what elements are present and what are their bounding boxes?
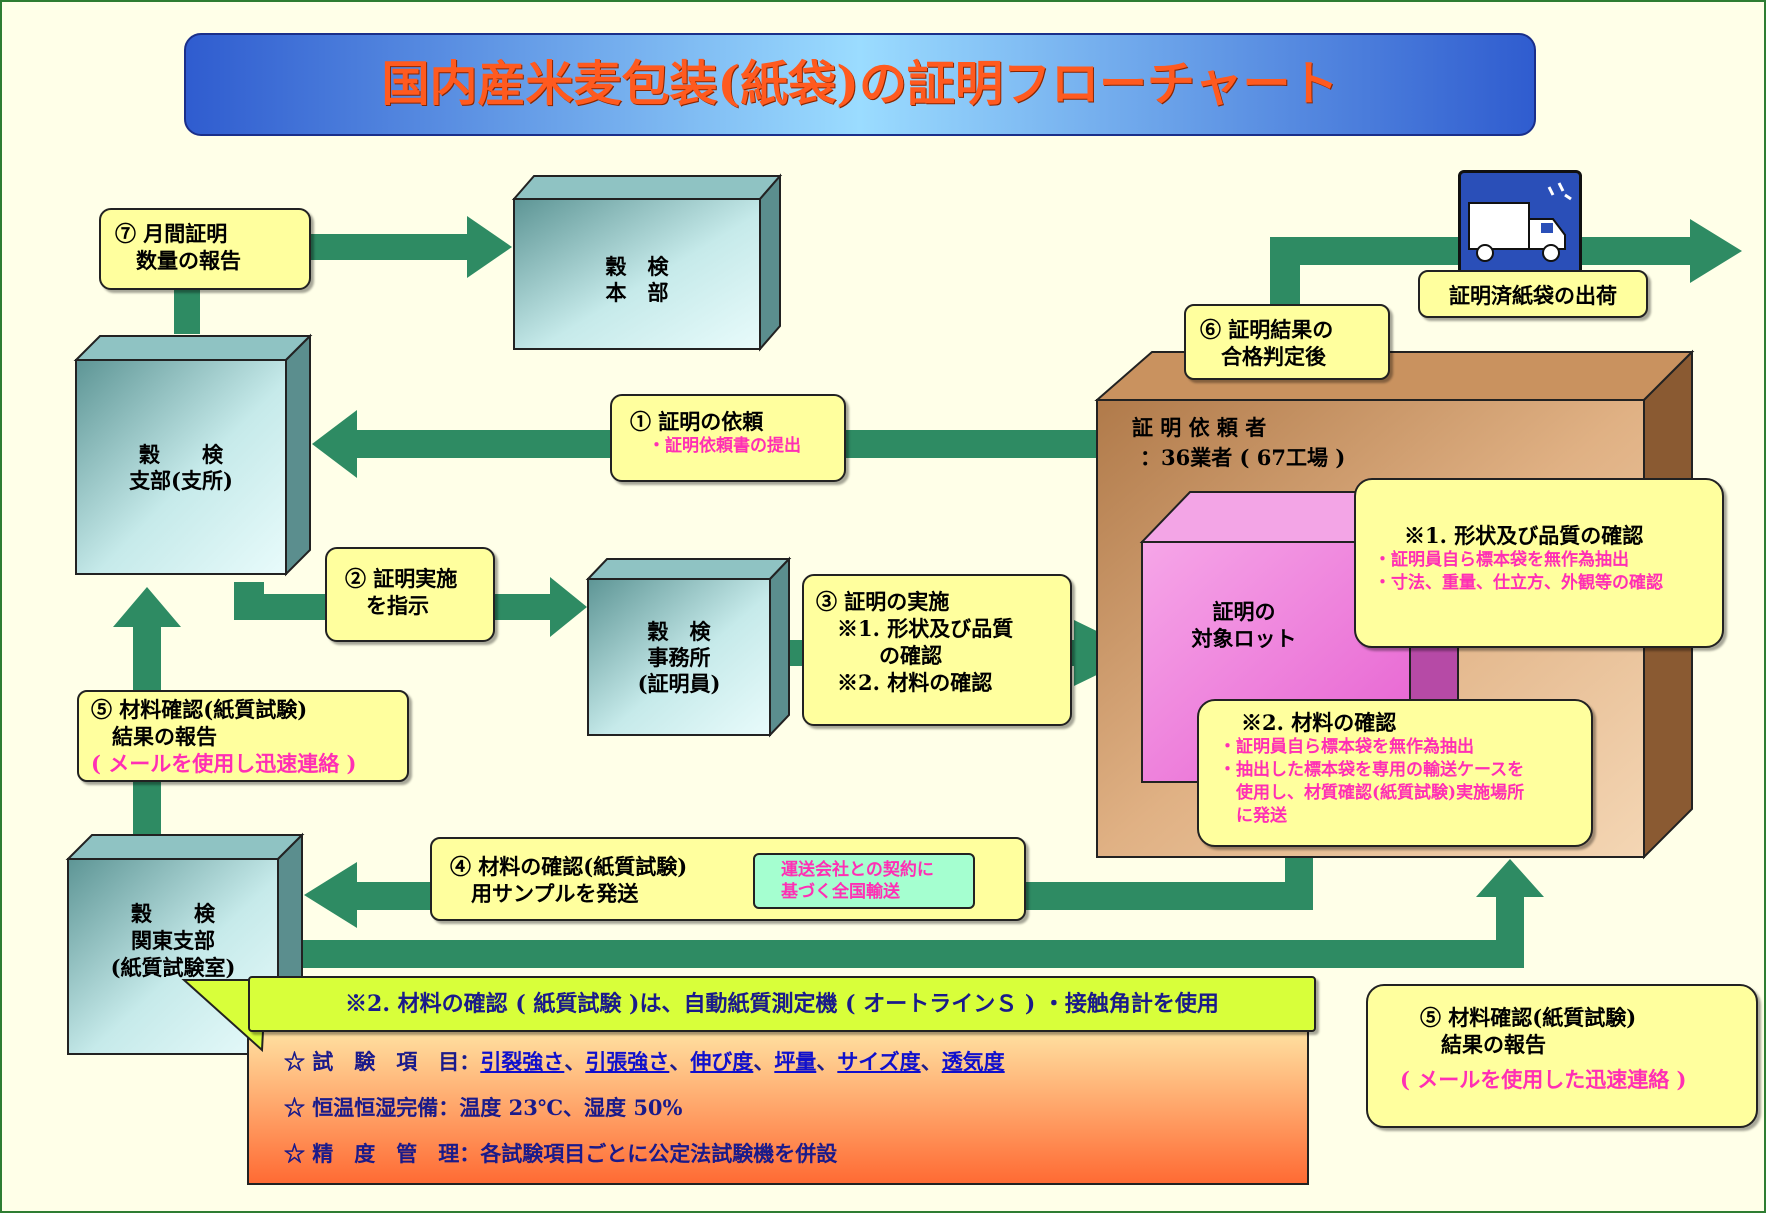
step7-monthly-report: ⑦ 月間証明 数量の報告 <box>99 208 311 290</box>
cube-jimusho <box>585 556 792 738</box>
step1-sub: ・証明依頼書の提出 <box>648 436 801 456</box>
climate-row: ☆ 恒温恒湿完備：温度 23℃、湿度 50% <box>284 1092 683 1122</box>
note1-bullet2: ・寸法、重量、仕立方、外観等の確認 <box>1374 573 1663 593</box>
requester-title: 証 明 依 頼 者 <box>1132 415 1267 440</box>
climate-label: ☆ 恒温恒湿完備： <box>284 1095 460 1120</box>
step2-instruct: ② 証明実施 を指示 <box>325 547 495 642</box>
step5-left-line2: 結果の報告 <box>91 724 217 749</box>
node-kanto: 穀 検 関東支部 (紙質試験室) <box>110 901 236 980</box>
note2-title: ※2. 材料の確認 <box>1241 710 1397 735</box>
note1-shape-quality: ※1. 形状及び品質の確認 ・証明員自ら標本袋を無作為抽出 ・寸法、重量、仕立方… <box>1354 478 1724 648</box>
separator: 、 <box>564 1049 586 1074</box>
truck-icon <box>1458 170 1582 278</box>
test-items-label: ☆ 試 験 項 目： <box>284 1049 481 1074</box>
accuracy-value: 各試験項目ごとに公定法試験機を併設 <box>480 1141 838 1166</box>
step5-right-line2: 結果の報告 <box>1420 1032 1546 1057</box>
step5-right-note: ( メールを使用した迅速連絡 ) <box>1400 1067 1687 1092</box>
separator: 、 <box>816 1049 838 1074</box>
step6-pass-judgement: ⑥ 証明結果の 合格判定後 <box>1184 304 1390 380</box>
requester-count: ：36業者 ( 67工場 ) <box>1140 445 1346 470</box>
test-item: 引張強さ <box>585 1049 670 1074</box>
node-jimusho: 穀 検 事務所 (証明員) <box>637 619 721 696</box>
accuracy-row: ☆ 精 度 管 理：各試験項目ごとに公定法試験機を併設 <box>284 1138 837 1168</box>
step1-request: ① 証明の依頼 ・証明依頼書の提出 <box>610 394 846 482</box>
step3-execute: ③ 証明の実施 ※1. 形状及び品質 の確認 ※2. 材料の確認 <box>802 574 1072 726</box>
title-bar <box>184 33 1536 136</box>
note2-material: ※2. 材料の確認 ・証明員自ら標本袋を無作為抽出 ・抽出した標本袋を専用の輸送… <box>1197 699 1593 847</box>
page-title: 国内産米麦包装(紙袋)の証明フローチャート <box>381 56 1339 112</box>
note2-bullet1: ・証明員自ら標本袋を無作為抽出 <box>1219 737 1474 757</box>
transport-note: 運送会社との契約に 基づく全国輸送 <box>753 853 975 909</box>
test-item: 透気度 <box>941 1049 1005 1074</box>
step5-left-line1: ⑤ 材料確認(紙質試験) <box>91 697 308 722</box>
shipping-label: 証明済紙袋の出荷 <box>1418 270 1648 318</box>
step5-right-report: ⑤ 材料確認(紙質試験) 結果の報告 ( メールを使用した迅速連絡 ) <box>1366 984 1758 1128</box>
test-item: 引裂強さ <box>480 1049 565 1074</box>
step5-left-note: ( メールを使用し迅速連絡 ) <box>91 751 357 776</box>
step5-right-line1: ⑤ 材料確認(紙質試験) <box>1420 1005 1637 1030</box>
node-honbu: 穀 検 本 部 <box>605 254 669 305</box>
separator: 、 <box>669 1049 691 1074</box>
step1-title: ① 証明の依頼 <box>630 409 764 434</box>
test-panel <box>247 1023 1309 1185</box>
lot-label: 証明の 対象ロット <box>1191 599 1297 651</box>
note2-bullet2: ・抽出した標本袋を専用の輸送ケースを 使用し、材質確認(紙質試験)実施場所 に発… <box>1219 760 1525 826</box>
note1-title: ※1. 形状及び品質の確認 <box>1404 523 1644 548</box>
cube-shibu <box>73 333 313 577</box>
test-item: 坪量 <box>774 1049 817 1074</box>
step5-left-report: ⑤ 材料確認(紙質試験) 結果の報告 ( メールを使用し迅速連絡 ) <box>77 690 409 782</box>
test-item: サイズ度 <box>837 1049 921 1074</box>
test-items-row: ☆ 試 験 項 目：引裂強さ、引張強さ、伸び度、坪量、サイズ度、透気度 <box>284 1046 1005 1076</box>
separator: 、 <box>753 1049 775 1074</box>
cube-honbu <box>511 173 783 352</box>
accuracy-label: ☆ 精 度 管 理： <box>284 1141 481 1166</box>
separator: 、 <box>920 1049 942 1074</box>
material-banner: ※2. 材料の確認 ( 紙質試験 )は、自動紙質測定機 ( オートラインＳ ) … <box>248 976 1316 1032</box>
node-shibu: 穀 検 支部(支所) <box>129 442 233 493</box>
note1-bullet1: ・証明員自ら標本袋を無作為抽出 <box>1374 550 1629 570</box>
climate-value: 温度 23℃、湿度 50% <box>459 1095 683 1120</box>
test-item: 伸び度 <box>690 1049 754 1074</box>
